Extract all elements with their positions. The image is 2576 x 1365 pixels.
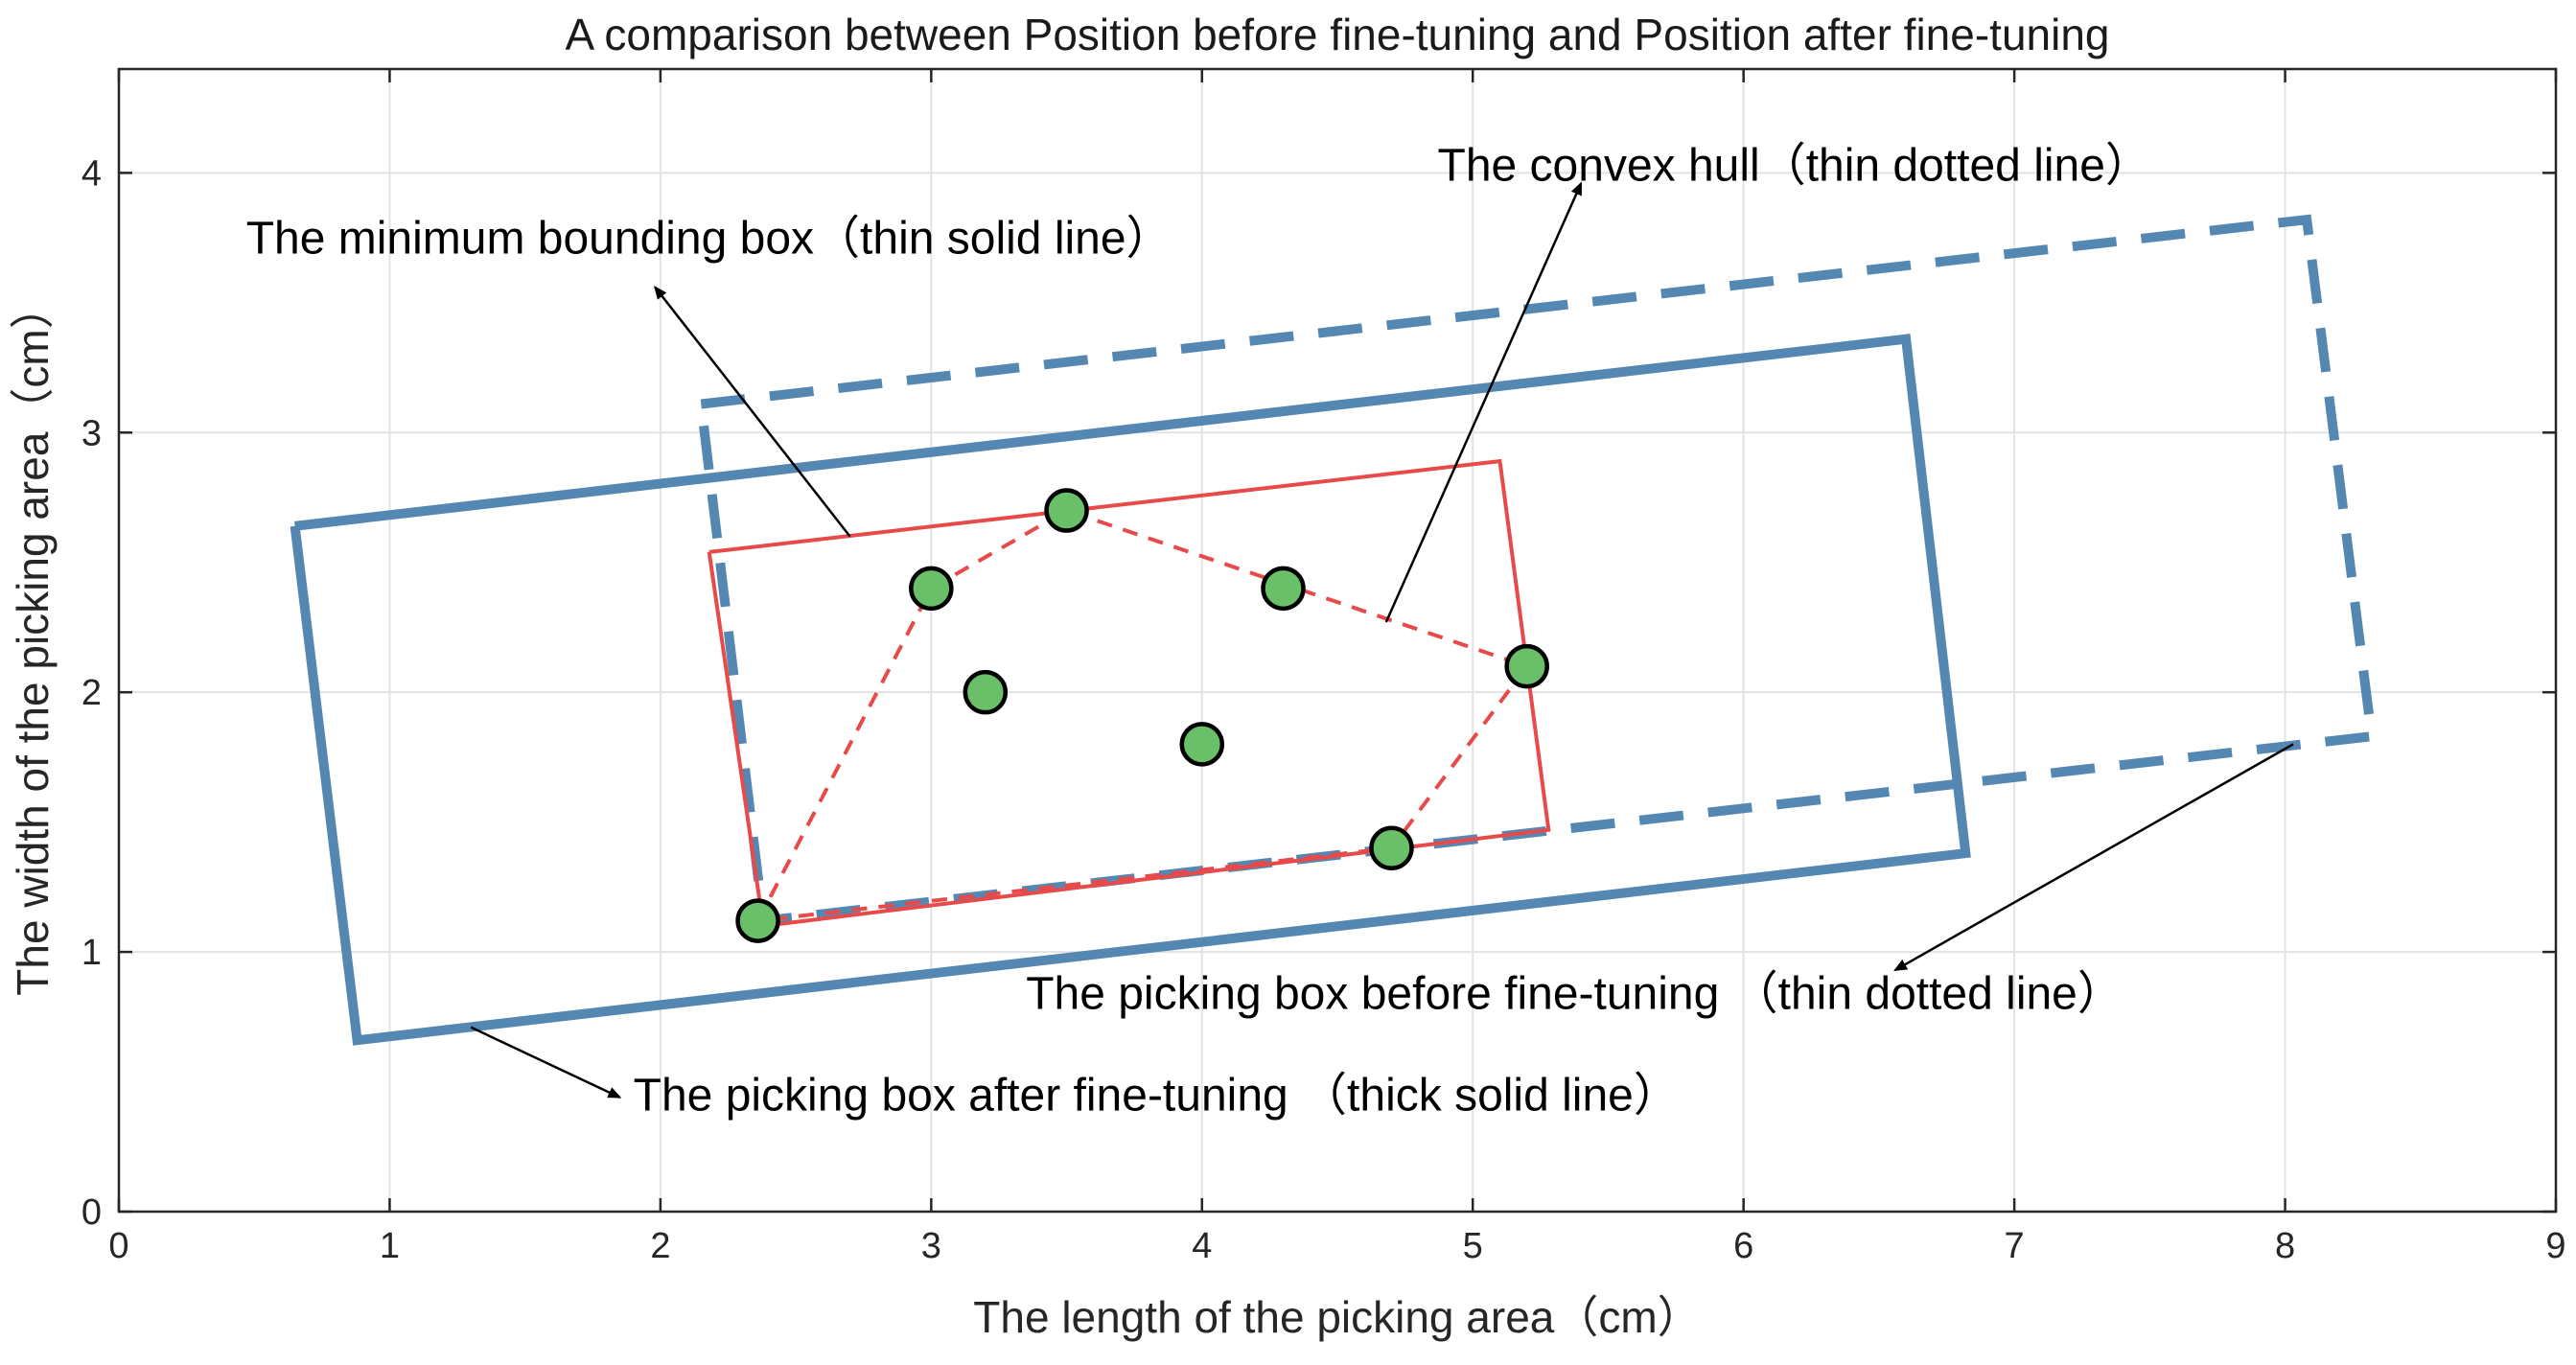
data-point xyxy=(735,898,780,943)
x-tick-label: 7 xyxy=(2005,1226,2025,1266)
x-axis-title: The length of the picking area（cm） xyxy=(973,1292,1701,1342)
data-point xyxy=(963,669,1009,715)
data-point xyxy=(1261,566,1306,612)
y-tick-label: 2 xyxy=(81,673,102,713)
plot-area xyxy=(290,214,2378,1046)
x-tick-label: 0 xyxy=(108,1226,128,1266)
annotation-label: The minimum bounding box（thin solid line… xyxy=(246,213,1172,264)
y-tick-label: 3 xyxy=(81,413,102,453)
data-point xyxy=(1179,722,1225,767)
x-tick-label: 1 xyxy=(380,1226,400,1266)
annotation-label: The picking box before fine-tuning （thin… xyxy=(1026,969,2123,1020)
x-tick-label: 6 xyxy=(1733,1226,1753,1266)
x-tick-label: 9 xyxy=(2545,1226,2565,1266)
axis-ticks: 0 1 2 3 4 5 6 7 8 9 0 1 2 3 4 xyxy=(81,69,2566,1266)
data-point xyxy=(1504,643,1549,689)
thin-solid-outline xyxy=(707,458,1551,929)
data-point xyxy=(909,566,954,612)
x-tick-label: 8 xyxy=(2275,1226,2295,1266)
annotation-label: The convex hull（thin dotted line） xyxy=(1438,140,2151,191)
y-tick-label: 0 xyxy=(81,1192,102,1233)
data-point xyxy=(1044,488,1089,533)
y-tick-label: 4 xyxy=(81,153,102,194)
x-tick-label: 4 xyxy=(1192,1226,1212,1266)
annotation-arrow xyxy=(1893,743,2294,972)
thick-solid-outline xyxy=(290,334,1971,1046)
chart-title: A comparison between Position before fin… xyxy=(565,10,2109,59)
annotation-label: The picking box after fine-tuning （thick… xyxy=(634,1070,1680,1121)
thin-dotted-outline xyxy=(755,508,1530,923)
x-tick-label: 5 xyxy=(1463,1226,1483,1266)
x-tick-label: 3 xyxy=(921,1226,941,1266)
annotation-arrow xyxy=(1384,181,1583,623)
axes-box xyxy=(117,67,2558,1214)
y-axis-title: The width of the picking area（cm） xyxy=(8,285,58,995)
data-point xyxy=(1369,825,1414,870)
thick-dashed-outline xyxy=(696,214,2378,927)
y-tick-label: 1 xyxy=(81,933,102,973)
annotation-arrow xyxy=(654,285,851,538)
annotations: The minimum bounding box（thin solid line… xyxy=(246,140,2294,1121)
x-tick-label: 2 xyxy=(650,1226,670,1266)
annotation-arrow xyxy=(470,1026,622,1099)
